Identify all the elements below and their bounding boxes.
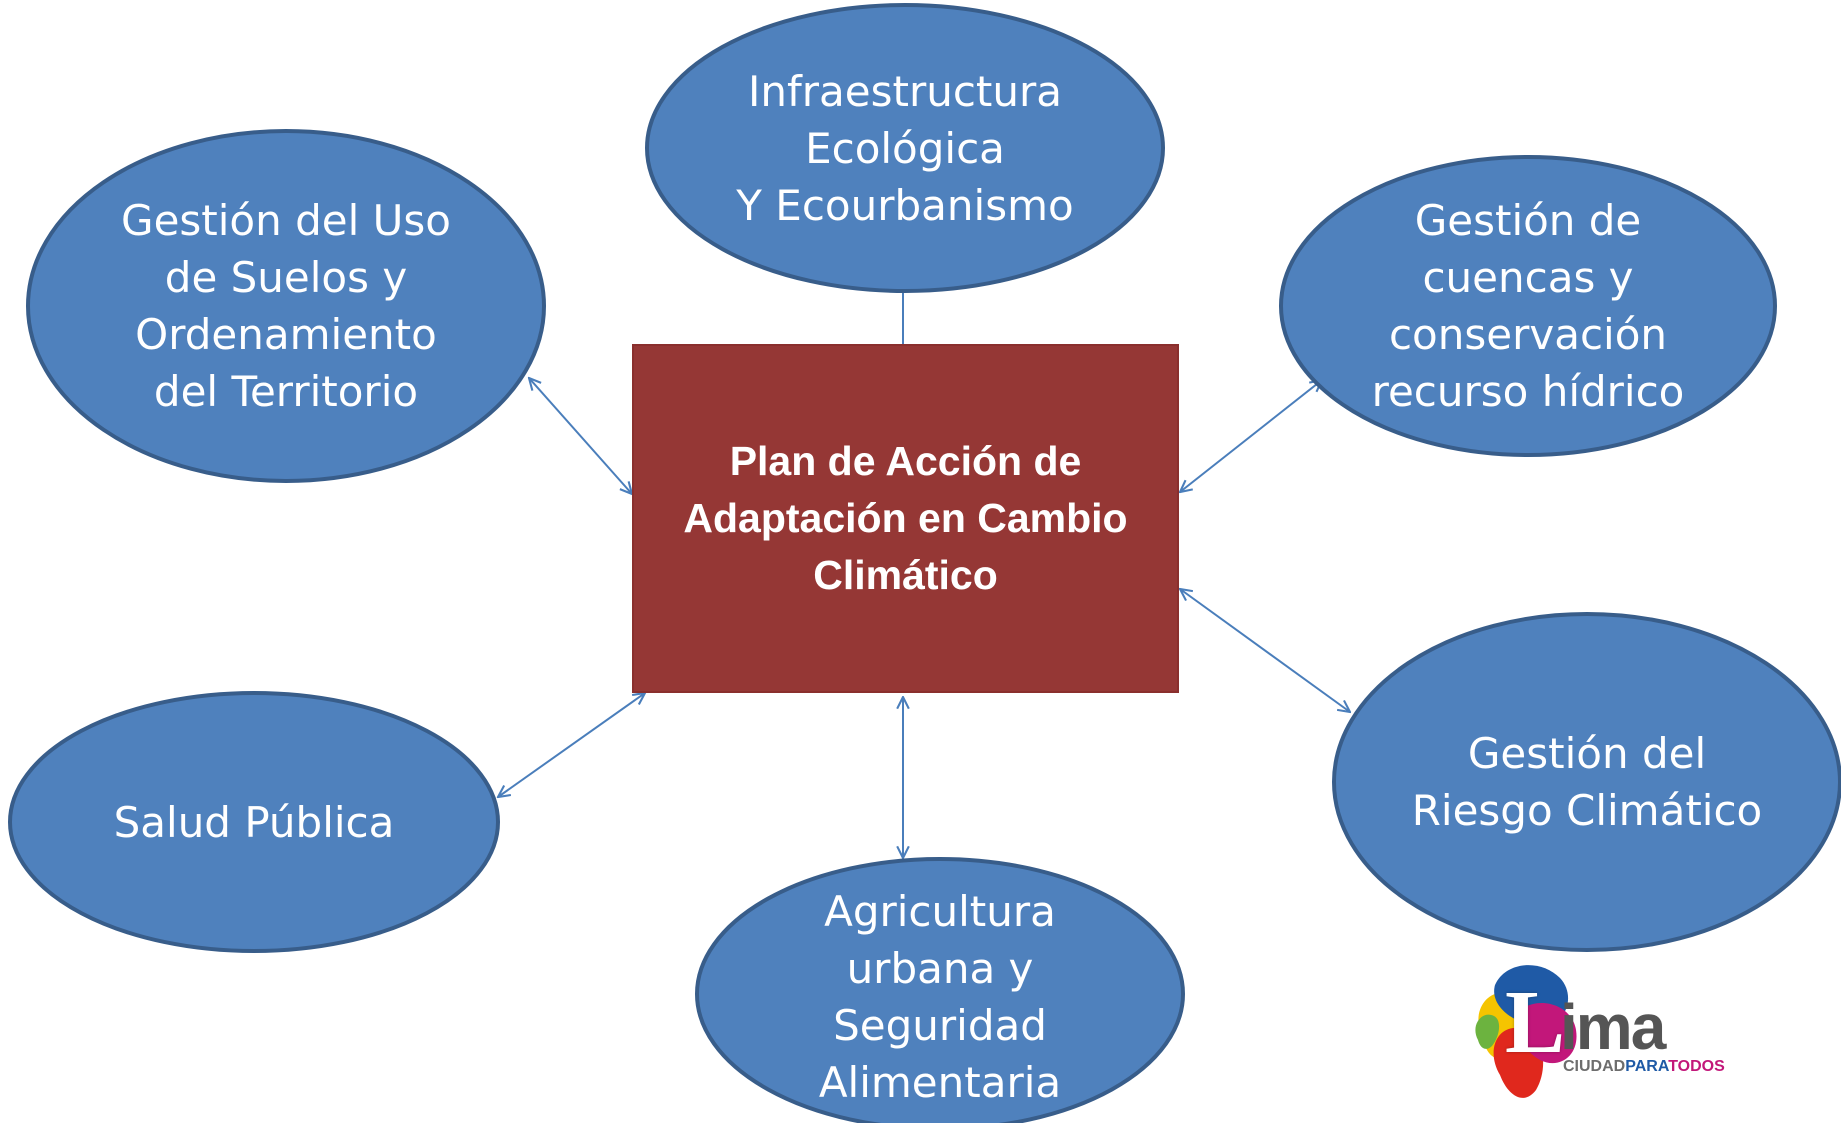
ellipses [8, 3, 1841, 1123]
center-title-line-2: Adaptación en Cambio [683, 495, 1128, 541]
logo-shape-magenta [1515, 1002, 1577, 1064]
label-cuencas-line-4: recurso hídrico [1371, 367, 1685, 416]
label-suelos-line-3: Ordenamiento [135, 310, 437, 359]
label-riesgo: Gestión del Riesgo Climático [1334, 614, 1840, 950]
label-agricultura: Agricultura urbana y Seguridad Alimentar… [697, 882, 1183, 1112]
label-agricultura-line-3: Seguridad [833, 1001, 1047, 1050]
logo-tagline-b: PARA [1625, 1058, 1669, 1075]
label-cuencas-line-1: Gestión de [1414, 196, 1642, 245]
center-box [632, 344, 1179, 693]
logo-tagline-a: CIUDAD [1563, 1058, 1626, 1075]
label-salud-line-1: Salud Pública [113, 797, 395, 847]
center-title-line-3: Climático [813, 552, 998, 598]
label-suelos: Gestión del Uso de Suelos y Ordenamiento… [28, 131, 544, 481]
logo-tagline: CIUDADPARATODOS [1563, 1058, 1725, 1076]
center-title-line-1: Plan de Acción de [729, 438, 1082, 484]
connector-cuencas [1180, 380, 1322, 492]
label-infraestructura-line-3: Y Ecourbanismo [736, 180, 1074, 230]
label-agricultura-line-1: Agricultura [824, 887, 1056, 936]
connectors [498, 262, 1350, 858]
label-suelos-line-1: Gestión del Uso [121, 196, 451, 245]
ellipse-infraestructura [645, 3, 1165, 293]
center-title: Plan de Acción de Adaptación en Cambio C… [633, 345, 1178, 692]
label-agricultura-line-4: Alimentaria [818, 1058, 1062, 1107]
label-infraestructura-line-1: Infraestructura [747, 66, 1063, 116]
label-infraestructura-line-2: Ecológica [805, 123, 1005, 173]
logo-word: ima [1560, 991, 1666, 1063]
label-infraestructura: Infraestructura Ecológica Y Ecourbanismo [647, 5, 1163, 291]
ellipse-riesgo [1332, 612, 1841, 952]
ellipse-suelos [26, 129, 546, 483]
label-salud: Salud Pública [10, 693, 498, 951]
label-riesgo-line-1: Gestión del [1467, 729, 1707, 778]
lima-logo [1475, 965, 1577, 1098]
ellipse-agricultura [695, 857, 1185, 1123]
label-cuencas-line-3: conservación [1388, 310, 1668, 359]
label-cuencas: Gestión de cuencas y conservación recurs… [1281, 157, 1775, 455]
ellipse-salud [8, 691, 500, 953]
label-cuencas-line-2: cuencas y [1422, 253, 1634, 302]
logo-initial: L [1505, 973, 1566, 1072]
connector-salud [498, 693, 645, 797]
logo-shape-green [1475, 1014, 1500, 1049]
logo-tagline-c: TODOS [1668, 1058, 1725, 1075]
connector-riesgo [1180, 589, 1350, 712]
label-riesgo-line-2: Riesgo Climático [1411, 786, 1763, 835]
connector-suelos [529, 378, 632, 494]
label-suelos-line-2: de Suelos y [164, 253, 408, 302]
label-suelos-line-4: del Territorio [153, 367, 419, 416]
label-agricultura-line-2: urbana y [846, 944, 1034, 993]
ellipse-cuencas [1279, 155, 1777, 457]
